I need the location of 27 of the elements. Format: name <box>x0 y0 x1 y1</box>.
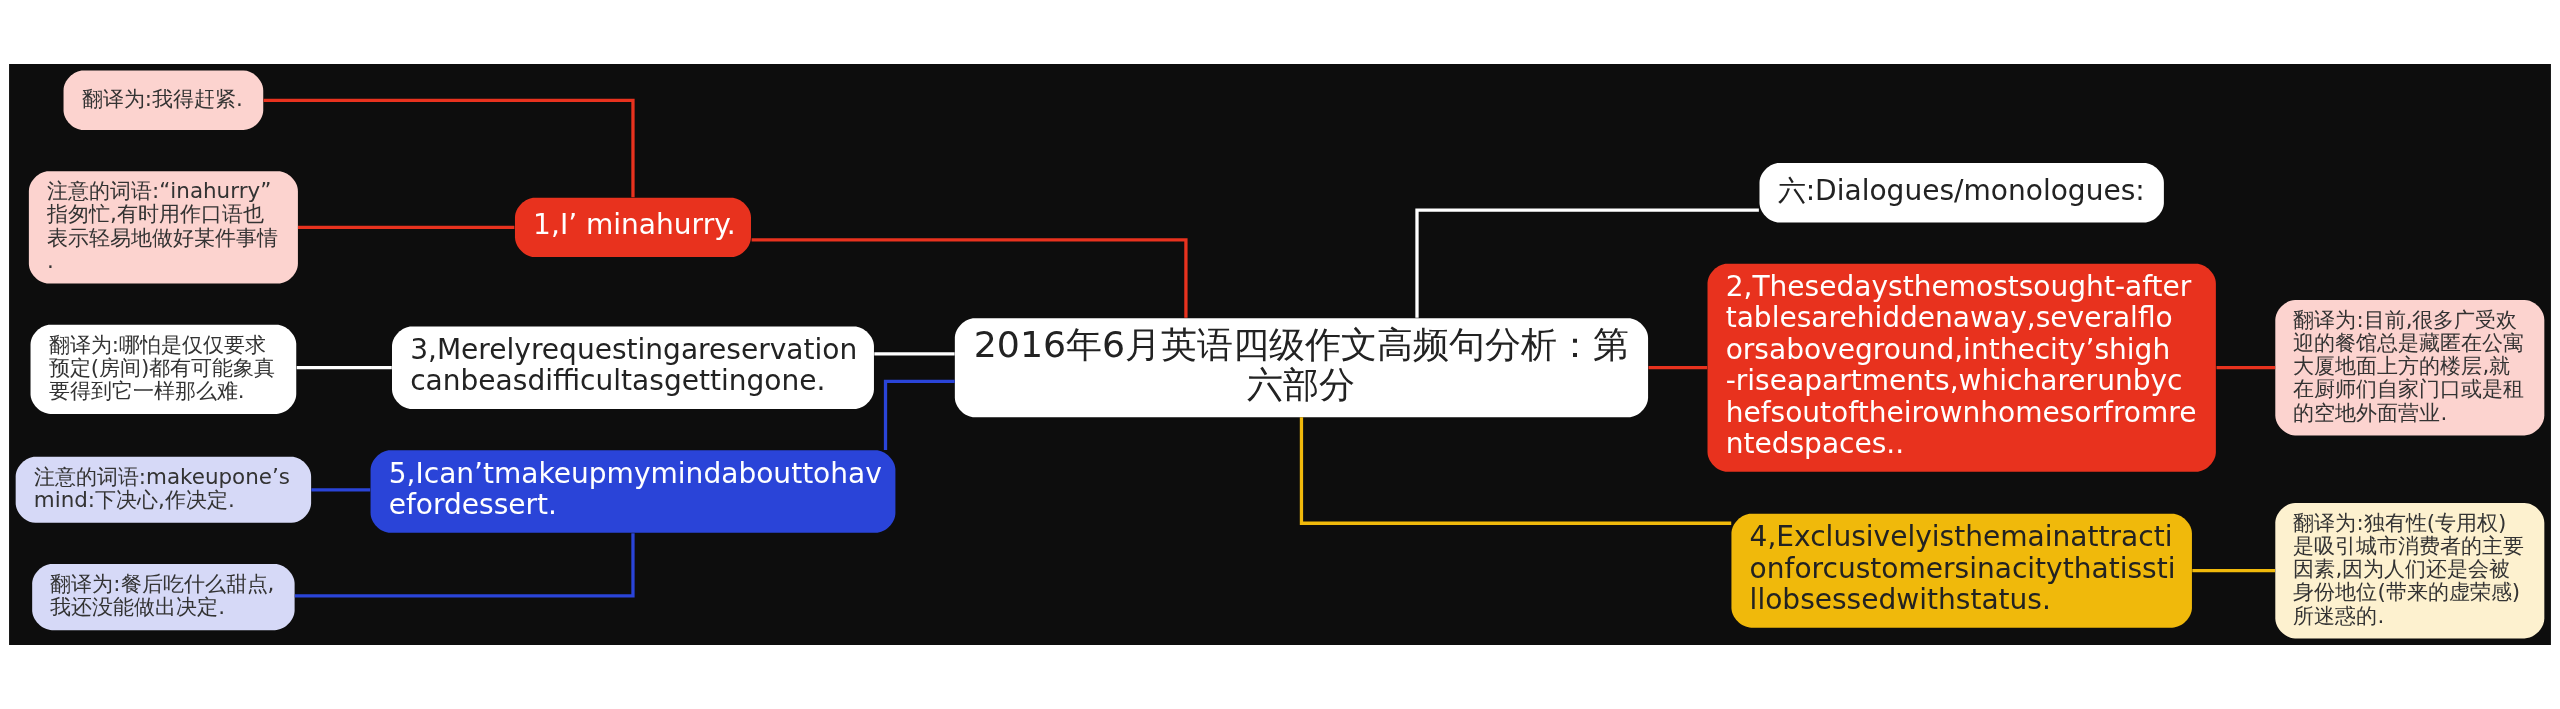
connector <box>294 533 635 598</box>
node-box: 2,Thesedaysthemostsought-aftertablesarehiddenaway,severalfloorsaboveground,inthecity’shigh-riseapartments,whicharerunbychefsoutoftheirownhomesorfromrentedspaces.. <box>1707 263 2216 472</box>
node-box: 翻译为:餐后吃什么甜点,我还没能做出决定. <box>32 564 295 631</box>
node-box: 1,I’ minahurry. <box>514 197 751 258</box>
node-box: 翻译为:我得赶紧. <box>63 70 264 130</box>
connector <box>297 225 515 230</box>
node-box: 注意的词语:makeupone’smind:下决心,作决定. <box>15 456 312 523</box>
connector <box>883 379 955 450</box>
connector <box>751 238 1188 318</box>
connector <box>311 488 371 492</box>
connector <box>296 366 392 370</box>
connector <box>874 352 955 356</box>
node-box: 翻译为:独有性(专用权)是吸引城市消费者的主要因素,因为人们还是会被身份地位(带来的虚荣感)所迷惑的. <box>2275 503 2545 639</box>
connector <box>1415 208 1759 318</box>
connector <box>2216 366 2276 370</box>
node-box: 5,Ican’tmakeupmymindabouttohavefordessert. <box>370 450 896 533</box>
connector <box>1299 417 1732 525</box>
node-box: 4,Exclusivelyisthemainattractionforcustomersinacitythatisstillobsessedwithstatus. <box>1731 513 2192 628</box>
node-box: 2016年6月英语四级作文高频句分析：第六部分 <box>954 318 1649 418</box>
node-box: 3,Merelyrequestingareservationcanbeasdifficultasgettingone. <box>392 326 874 409</box>
connector <box>2192 569 2275 573</box>
node-box: 翻译为:目前,很多广受欢迎的餐馆总是藏匿在公寓大厦地面上方的楼层,就在厨师们自家门口或是租的空地外面营业. <box>2275 300 2545 436</box>
node-box: 六:Dialogues/monologues: <box>1759 163 2164 223</box>
connector <box>1648 366 1708 370</box>
node-box: 翻译为:哪怕是仅仅要求预定(房间)都有可能象真要得到它一样那么难. <box>30 324 297 414</box>
connector <box>263 98 635 198</box>
node-box: 注意的词语:“inahurry”指匆忙,有时用作口语也表示轻易地做好某件事情. <box>28 171 298 284</box>
